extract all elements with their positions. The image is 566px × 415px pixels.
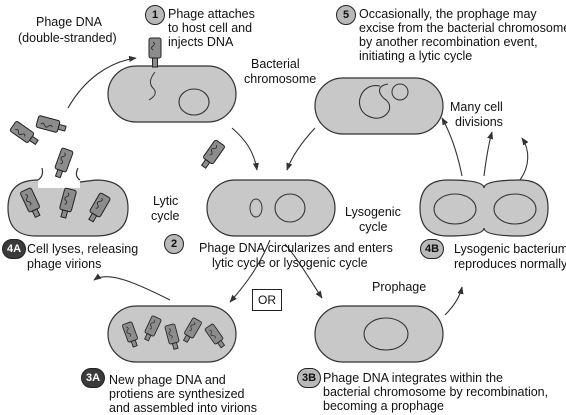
label-lytic-cycle: cycle	[151, 209, 180, 223]
step-4b-line2: reproduces normally	[454, 257, 566, 271]
step-5-line3: by another recombination event,	[359, 35, 538, 49]
step-1-badge: 1	[145, 5, 165, 25]
label-lysogenic-cycle: cycle	[359, 220, 388, 234]
step-4b-badge: 4B	[420, 239, 444, 259]
cell-lysing	[7, 147, 129, 237]
step-4b-line1: Lysogenic bacterium	[454, 242, 566, 256]
label-chromosome: chromosome	[244, 72, 317, 86]
label-double-stranded: (double-stranded)	[18, 31, 117, 45]
label-divisions: divisions	[455, 115, 503, 129]
cell-dividing	[419, 179, 549, 237]
step-2-line1: Phage DNA circularizes and enters	[199, 241, 393, 255]
step-2-badge: 2	[164, 234, 184, 254]
cell-assembly	[107, 305, 237, 363]
label-lytic: Lytic	[153, 194, 179, 208]
attaching-phage-icon	[148, 37, 162, 68]
label-phage-dna: Phage DNA	[36, 15, 103, 29]
step-4a-line1: Cell lyses, releasing	[27, 242, 139, 256]
cycle-arrows	[67, 55, 529, 316]
label-many-cell: Many cell	[450, 100, 503, 114]
label-lysogenic: Lysogenic	[345, 205, 401, 219]
released-phages	[9, 114, 226, 171]
cell-excision	[314, 77, 444, 135]
step-3b-badge: 3B	[297, 368, 321, 388]
step-5-badge: 5	[336, 5, 356, 25]
step-2-line2: lytic cycle or lysogenic cycle	[212, 256, 368, 270]
step-4a-badge: 4A	[2, 239, 26, 259]
step-3a-badge: 3A	[81, 368, 105, 388]
cell-integration	[314, 305, 444, 363]
step-3a-line1: New phage DNA and	[109, 373, 226, 387]
step-3a-line3: and assembled into virions	[109, 401, 257, 415]
step-5-line2: excise from the bacterial chromosome	[359, 21, 566, 35]
step-3b-line2: bacterial chromosome by recombination,	[323, 385, 549, 399]
or-box: OR	[252, 289, 282, 311]
step-1-line3: injects DNA	[168, 35, 234, 49]
label-bacterial: Bacterial	[251, 57, 300, 71]
step-1-line1: Phage attaches	[168, 7, 255, 21]
step-3b-line1: Phage DNA integrates within the	[323, 371, 503, 385]
step-5-line4: initiating a lytic cycle	[359, 49, 473, 63]
step-4a-line2: phage virions	[27, 257, 102, 271]
cell-attachment	[107, 37, 237, 123]
step-3b-line3: becoming a prophage	[323, 399, 444, 413]
cell-circularized	[206, 179, 336, 237]
step-5-line1: Occasionally, the prophage may	[359, 7, 537, 21]
step-3a-line2: protiens are synthesized	[109, 387, 245, 401]
step-1-line2: to host cell and	[168, 21, 253, 35]
label-prophage: Prophage	[372, 280, 427, 294]
